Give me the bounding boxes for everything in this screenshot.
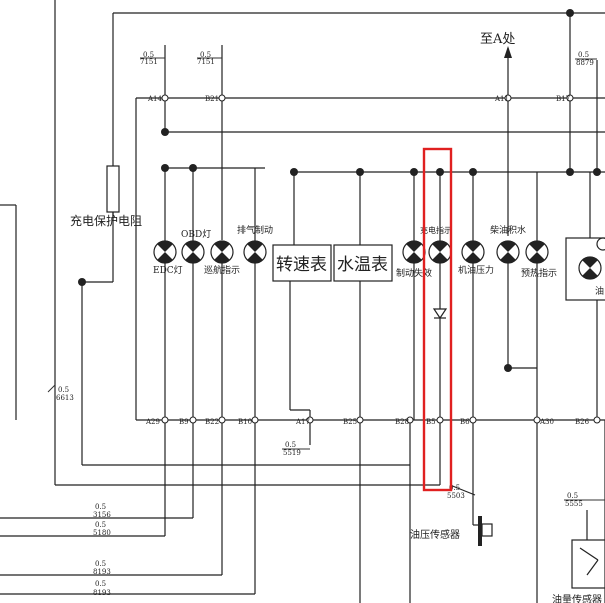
lamp-obd-label: OBD灯 [181, 229, 211, 240]
oil-sensor-label: 油压传感器 [410, 528, 460, 541]
oil-pressure-sensor-icon [473, 516, 493, 546]
wire-5519-gauge: 0.5 [285, 441, 296, 449]
wire-8193a-gauge: 0.5 [95, 560, 106, 568]
wire-labels: 0.5 7151 0.5 7151 0.5 8879 0.5 6613 0.5 … [47, 51, 605, 597]
to-a-label: 至A处 [480, 32, 515, 47]
charge-resistor-label: 充电保护电阻 [70, 213, 142, 228]
lamp-edc-icon [153, 240, 177, 264]
water-temp-label: 水温表 [337, 255, 388, 275]
wire-5503-number: 5503 [447, 492, 465, 500]
diode-icon [432, 308, 448, 320]
wire-3156-gauge: 0.5 [95, 503, 106, 511]
pin-a17: A17 [295, 418, 310, 426]
pin-b6: B6 [460, 418, 470, 426]
lamp-cruise-label: 巡航指示 [204, 264, 240, 276]
pin-b22: B22 [205, 418, 219, 426]
wire-6613-gauge: 0.5 [58, 386, 69, 394]
lamp-oil-pressure-label: 机油压力 [458, 264, 494, 276]
wire-7151b-number: 7151 [197, 58, 215, 66]
wire-5180-number: 5180 [93, 529, 111, 537]
wire-8193a-number: 8193 [93, 568, 111, 576]
lamp-right-partial-label: 油 [595, 285, 604, 297]
wire-5180-gauge: 0.5 [95, 521, 106, 529]
wire-8193b-gauge: 0.5 [95, 580, 106, 588]
wire-5555-number: 5555 [565, 500, 583, 508]
lamp-exhaust-brake-icon [243, 240, 267, 264]
lamp-charge-label: 充电指示 [420, 225, 452, 235]
junction-dots [78, 9, 601, 372]
right-module [565, 237, 605, 301]
wire-8193b-number: 8193 [93, 589, 111, 597]
pin-b25: B25 [343, 418, 357, 426]
tacho-label: 转速表 [276, 255, 327, 275]
lamp-charge-icon [428, 240, 452, 264]
highlight-box [422, 147, 453, 492]
wire-5503-gauge: 0.5 [449, 484, 460, 492]
pin-b21: B21 [205, 95, 219, 103]
lamp-preheat-icon [525, 240, 549, 264]
to-a-arrow [504, 46, 512, 62]
lamp-oil-pressure-icon [461, 240, 485, 264]
lamp-brake-fail-label: 制动失效 [396, 267, 432, 279]
fuel-level-sensor-icon [571, 539, 605, 589]
wire-7151a-number: 7151 [140, 58, 158, 66]
pin-a14: A14 [147, 95, 163, 103]
lamp-obd-icon [181, 240, 205, 264]
wire-8879-gauge: 0.5 [578, 51, 589, 59]
wire-8879-number: 8879 [576, 59, 594, 67]
pin-b26: B26 [575, 418, 590, 426]
pin-b28: B28 [395, 418, 409, 426]
lamp-edc-label: EDC灯 [153, 265, 183, 276]
water-temp-box [333, 244, 393, 282]
lamp-preheat-label: 预热指示 [521, 267, 557, 279]
wire-3156-number: 3156 [93, 511, 111, 519]
tacho-box [272, 244, 332, 282]
pin-b9: B9 [179, 418, 189, 426]
charge-resistor [106, 165, 120, 213]
pin-b5: B5 [426, 418, 436, 426]
lamp-cruise-icon [210, 240, 234, 264]
wire-7151a-gauge: 0.5 [143, 51, 154, 59]
lamp-exhaust-brake-label: 排气制动 [237, 224, 273, 236]
lamp-water-in-fuel-label: 柴油积水 [490, 224, 526, 236]
pin-a11: A11 [494, 95, 509, 103]
lamp-brake-fail-icon [402, 240, 426, 264]
fuel-sensor-label: 油量传感器 [552, 593, 602, 603]
pin-b10: B10 [238, 418, 252, 426]
pin-b17: B17 [556, 95, 570, 103]
wire-5555-gauge: 0.5 [567, 492, 578, 500]
lamps [153, 240, 549, 264]
wire-6613-number: 6613 [56, 394, 74, 402]
wire-7151b-gauge: 0.5 [200, 51, 211, 59]
pin-a30: A30 [539, 418, 554, 426]
lamp-water-in-fuel-icon [496, 240, 520, 264]
pin-a29: A29 [145, 418, 160, 426]
wire-5519-number: 5519 [283, 449, 301, 457]
connector-pins [161, 94, 601, 424]
